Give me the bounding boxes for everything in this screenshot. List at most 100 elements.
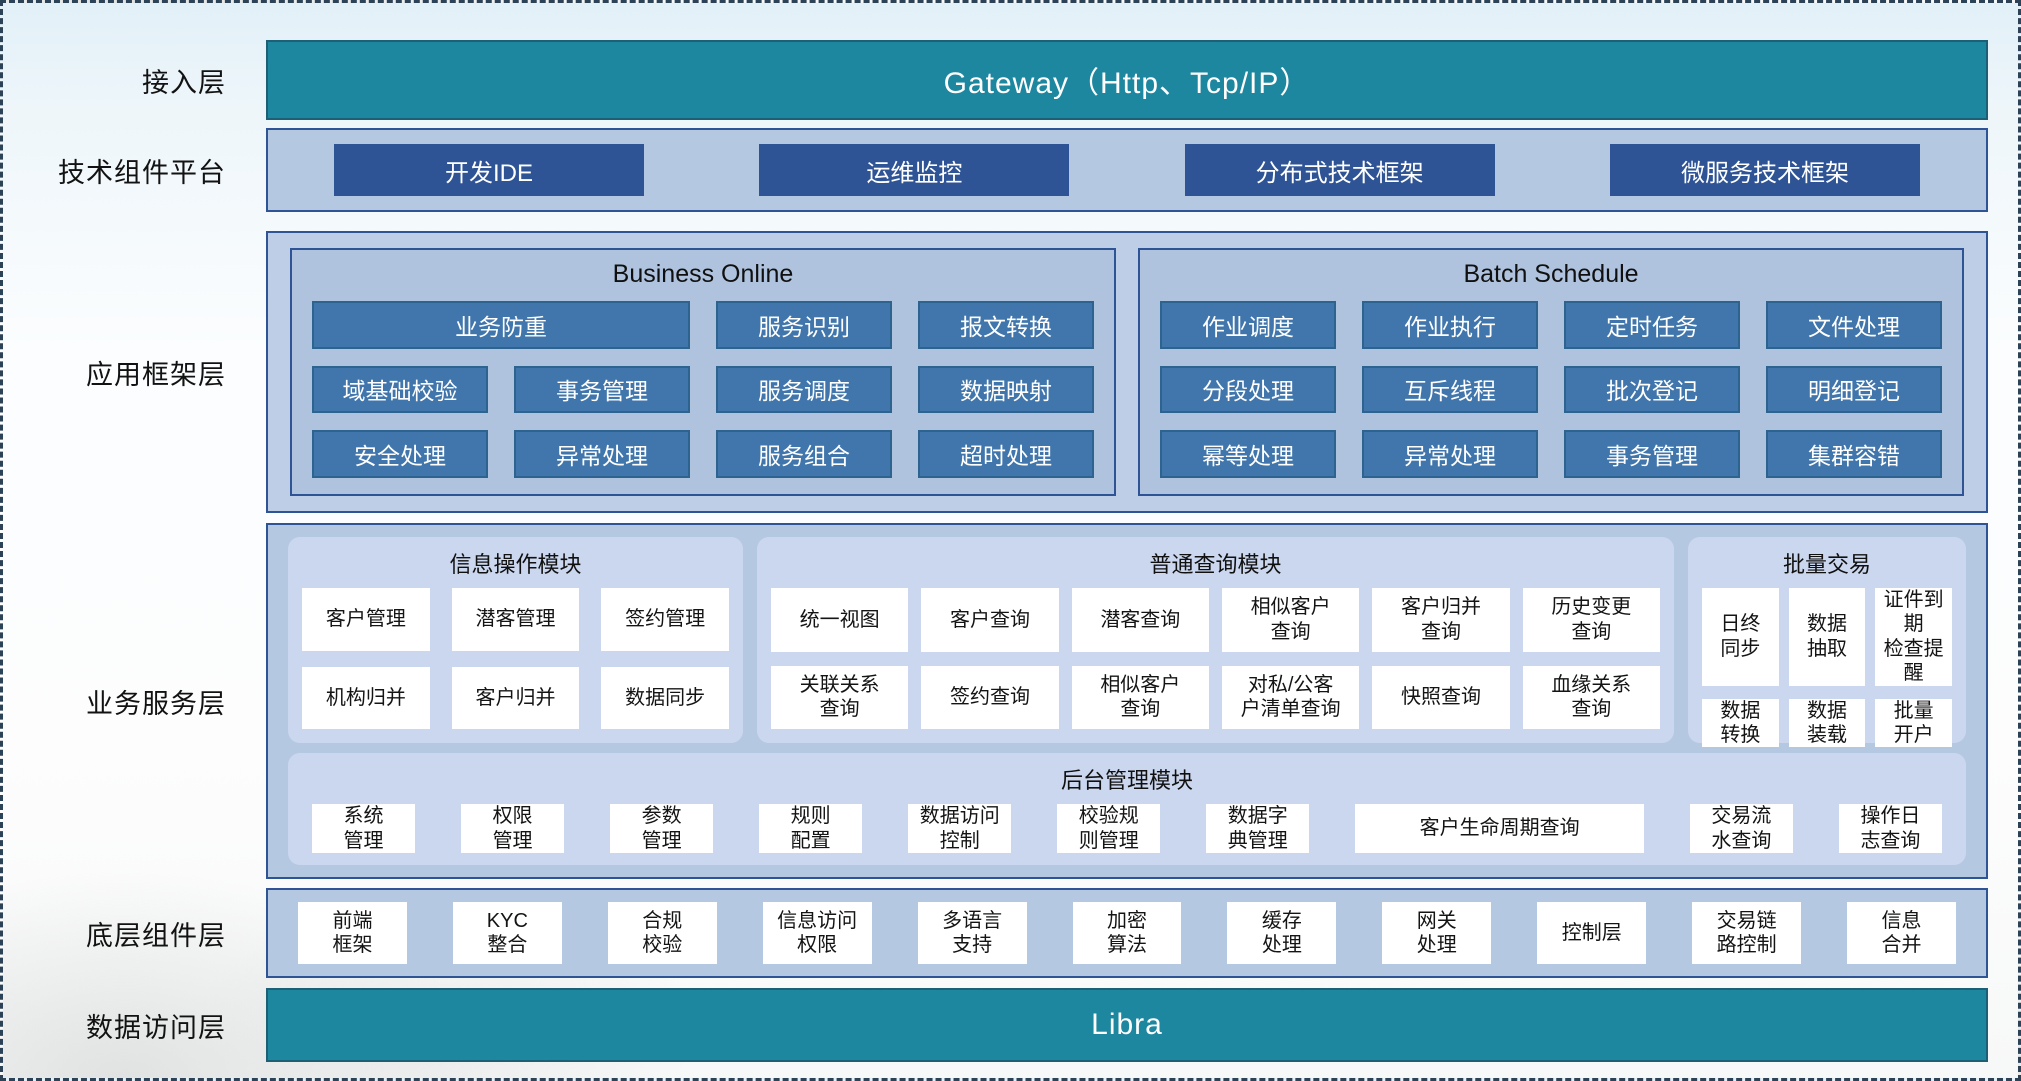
admin-module-block: 客户生命周期查询	[1355, 804, 1644, 853]
general-query-block: 统一视图	[771, 588, 909, 652]
layer-label-app-framework: 应用框架层	[86, 359, 226, 390]
tech-platform-block: 分布式技术框架	[1184, 144, 1495, 196]
business-online-panel: Business Online 业务防重服务识别报文转换域基础校验事务管理服务调…	[290, 248, 1116, 496]
general-query-block: 相似客户 查询	[1221, 588, 1360, 652]
data-access-row: 数据访问层 Libra	[3, 988, 2018, 1062]
info-operation-block: 签约管理	[601, 588, 729, 651]
base-component-block: 信息访问 权限	[762, 902, 872, 964]
info-operation-module-grid: 客户管理潜客管理签约管理机构归并客户归并数据同步	[302, 588, 729, 729]
access-layer-gutter: 接入层	[3, 40, 266, 120]
general-query-block: 签约查询	[921, 665, 1059, 729]
base-component-block: 信息 合并	[1847, 902, 1956, 964]
admin-module-block: 参数 管理	[610, 804, 714, 853]
base-component-block: 控制层	[1537, 902, 1647, 964]
batch-trade-block: 证件到期 检查提醒	[1875, 588, 1952, 686]
admin-module-panel: 后台管理模块 系统 管理权限 管理参数 管理规则 配置数据访问 控制校验规 则管…	[288, 753, 1966, 865]
admin-module-block: 权限 管理	[461, 804, 565, 853]
batch-trade-block: 日终 同步	[1702, 588, 1779, 686]
tech-platform-container: 开发IDE 运维监控 分布式技术框架 微服务技术框架	[266, 128, 1988, 212]
batch-trade-block: 数据 抽取	[1788, 588, 1866, 686]
tech-platform-content: 开发IDE 运维监控 分布式技术框架 微服务技术框架	[266, 128, 1988, 212]
info-operation-block: 客户归并	[451, 666, 580, 729]
gateway-bar: Gateway（Http、Tcp/IP）	[266, 40, 1988, 120]
batch-schedule-block: 幂等处理	[1160, 430, 1336, 478]
business-online-block: 业务防重	[312, 301, 690, 349]
business-online-block: 域基础校验	[312, 365, 488, 414]
base-component-block: 缓存 处理	[1227, 902, 1337, 964]
info-operation-module-title: 信息操作模块	[449, 552, 582, 577]
layer-label-business-service: 业务服务层	[86, 688, 226, 719]
base-component-block: 网关 处理	[1382, 902, 1492, 964]
access-layer-row: 接入层 Gateway（Http、Tcp/IP）	[3, 40, 2018, 120]
batch-trade-block: 数据 装载	[1788, 698, 1866, 748]
batch-schedule-block: 分段处理	[1160, 365, 1336, 414]
admin-module-grid: 系统 管理权限 管理参数 管理规则 配置数据访问 控制校验规 则管理数据字 典管…	[302, 804, 1952, 853]
batch-schedule-block: 定时任务	[1564, 301, 1740, 349]
batch-schedule-block: 文件处理	[1766, 301, 1942, 349]
base-component-block: 前端 框架	[298, 902, 407, 964]
batch-schedule-block: 集群容错	[1766, 430, 1942, 478]
base-component-block: 加密 算法	[1072, 902, 1182, 964]
business-online-block: 服务调度	[716, 365, 892, 414]
info-operation-block: 潜客管理	[451, 588, 580, 651]
tech-platform-row: 技术组件平台 开发IDE 运维监控 分布式技术框架 微服务技术框架	[3, 128, 2018, 212]
admin-module-block: 数据字 典管理	[1206, 804, 1310, 853]
batch-trade-block: 批量 开户	[1875, 698, 1952, 748]
layer-label-access: 接入层	[142, 67, 226, 98]
base-component-block: 多语言 支持	[917, 902, 1027, 964]
base-component-block: 交易链 路控制	[1692, 902, 1802, 964]
info-operation-module-panel: 信息操作模块 客户管理潜客管理签约管理机构归并客户归并数据同步	[288, 537, 743, 743]
general-query-block: 相似客户 查询	[1071, 665, 1209, 729]
business-service-container: 信息操作模块 客户管理潜客管理签约管理机构归并客户归并数据同步 普通查询模块 统…	[266, 523, 1988, 879]
batch-trade-panel: 批量交易 日终 同步数据 抽取证件到期 检查提醒数据 转换数据 装载批量 开户	[1688, 537, 1966, 748]
batch-schedule-panel: Batch Schedule 作业调度作业执行定时任务文件处理分段处理互斥线程批…	[1138, 248, 1964, 496]
admin-module-block: 校验规 则管理	[1057, 804, 1161, 853]
batch-schedule-grid: 作业调度作业执行定时任务文件处理分段处理互斥线程批次登记明细登记幂等处理异常处理…	[1160, 301, 1942, 478]
admin-module-block: 数据访问 控制	[908, 804, 1012, 853]
tech-platform-block: 运维监控	[759, 144, 1070, 196]
batch-schedule-block: 异常处理	[1362, 430, 1538, 478]
gateway-label: Gateway（Http、Tcp/IP）	[943, 67, 1311, 100]
data-access-gutter: 数据访问层	[3, 988, 266, 1062]
base-component-content: 前端 框架 KYC 整合合规 校验信息访问 权限多语言 支持加密 算法缓存 处理网…	[266, 888, 1988, 978]
app-framework-content: Business Online 业务防重服务识别报文转换域基础校验事务管理服务调…	[266, 231, 1988, 513]
admin-module-block: 规则 配置	[759, 804, 863, 853]
business-online-title: Business Online	[612, 260, 794, 288]
business-service-row: 业务服务层 信息操作模块 客户管理潜客管理签约管理机构归并客户归并数据同步 普通…	[3, 523, 2018, 879]
general-query-module-grid: 统一视图客户查询潜客查询相似客户 查询客户归并 查询历史变更 查询关联关系 查询…	[771, 588, 1660, 729]
tech-platform-block: 微服务技术框架	[1609, 144, 1920, 196]
business-online-block: 超时处理	[918, 430, 1094, 478]
admin-module-block: 交易流 水查询	[1689, 804, 1793, 853]
tech-platform-block: 开发IDE	[334, 144, 644, 196]
batch-schedule-block: 批次登记	[1564, 365, 1740, 414]
batch-trade-title: 批量交易	[1782, 552, 1871, 577]
layer-label-data-access: 数据访问层	[86, 1012, 226, 1043]
access-layer-content: Gateway（Http、Tcp/IP）	[266, 40, 1988, 120]
data-access-content: Libra	[266, 988, 1988, 1062]
general-query-block: 客户归并 查询	[1372, 588, 1510, 652]
base-component-container: 前端 框架 KYC 整合合规 校验信息访问 权限多语言 支持加密 算法缓存 处理网…	[266, 888, 1988, 978]
batch-schedule-block: 互斥线程	[1362, 365, 1538, 414]
batch-schedule-block: 事务管理	[1564, 430, 1740, 478]
app-framework-gutter: 应用框架层	[3, 231, 266, 513]
batch-schedule-block: 明细登记	[1766, 365, 1942, 414]
batch-schedule-block: 作业调度	[1160, 301, 1336, 349]
batch-trade-block: 数据 转换	[1702, 698, 1779, 748]
batch-schedule-block: 作业执行	[1362, 301, 1538, 349]
business-service-top-panels: 信息操作模块 客户管理潜客管理签约管理机构归并客户归并数据同步 普通查询模块 统…	[288, 537, 1966, 748]
business-online-block: 数据映射	[918, 365, 1094, 414]
admin-module-title: 后台管理模块	[1060, 768, 1193, 793]
general-query-module-panel: 普通查询模块 统一视图客户查询潜客查询相似客户 查询客户归并 查询历史变更 查询…	[757, 537, 1674, 743]
base-component-block: KYC 整合	[452, 902, 562, 964]
libra-label: Libra	[1091, 1008, 1163, 1041]
base-component-block: 合规 校验	[607, 902, 717, 964]
tech-platform-gutter: 技术组件平台	[3, 128, 266, 212]
layer-label-tech-platform: 技术组件平台	[58, 157, 226, 188]
general-query-block: 潜客查询	[1071, 588, 1209, 652]
info-operation-block: 数据同步	[601, 666, 729, 729]
batch-trade-grid: 日终 同步数据 抽取证件到期 检查提醒数据 转换数据 装载批量 开户	[1702, 588, 1952, 748]
general-query-block: 血缘关系 查询	[1522, 665, 1660, 729]
batch-schedule-title: Batch Schedule	[1463, 260, 1639, 288]
